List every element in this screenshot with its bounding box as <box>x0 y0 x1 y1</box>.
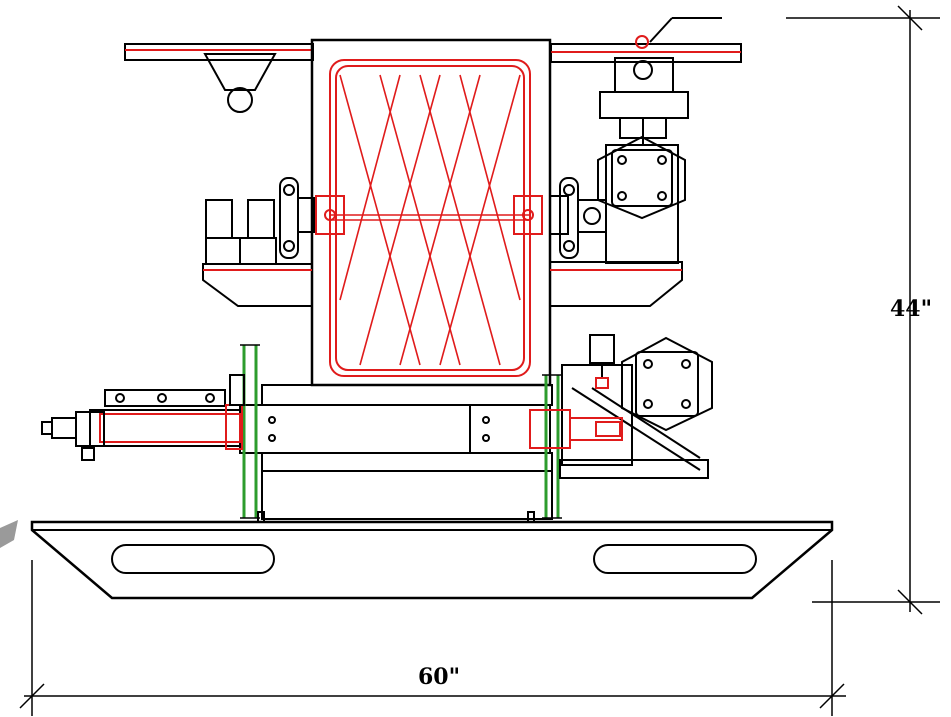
width-dimension-lines <box>19 560 846 716</box>
lifting-eye <box>203 53 277 113</box>
right-motor <box>529 334 713 479</box>
right-drive <box>549 135 686 307</box>
left-drive <box>202 177 315 307</box>
lower-frame <box>239 384 553 520</box>
height-dimension-label: 44" <box>890 296 933 322</box>
base-skid <box>30 511 834 600</box>
height-dimension-lines <box>786 5 940 615</box>
flange-bolts <box>240 344 562 519</box>
width-dimension-label: 60" <box>418 664 461 690</box>
left-shaft <box>41 374 245 461</box>
valve-lever <box>599 17 722 145</box>
shadow-mark <box>0 520 18 548</box>
hopper-bearings <box>315 195 543 235</box>
flanges <box>242 345 560 518</box>
